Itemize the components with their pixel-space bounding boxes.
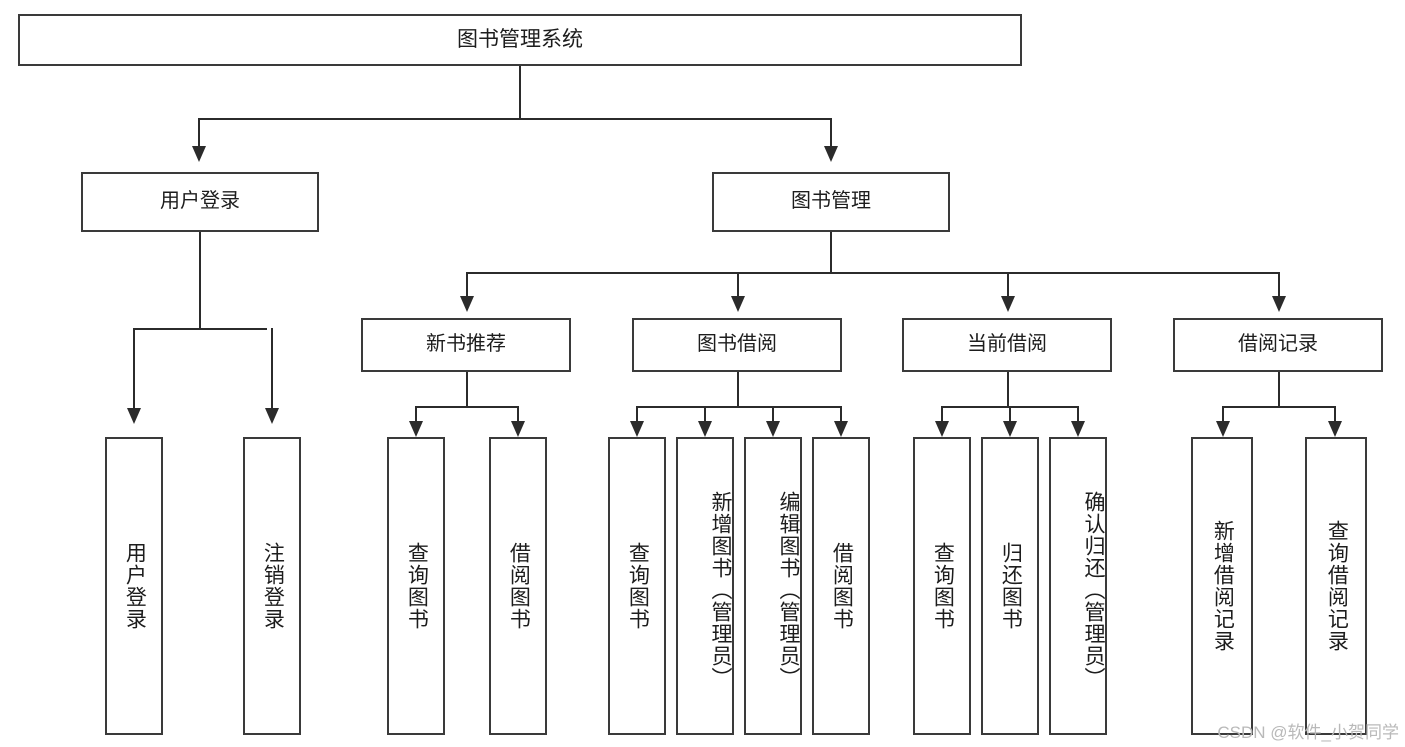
watermark: CSDN @软件_小贺同学 bbox=[1217, 723, 1399, 742]
leaf-book-borrow-edit[interactable]: 编辑图书（管理员） bbox=[744, 437, 802, 735]
arrowhead-cb-1 bbox=[935, 421, 949, 437]
edge-drop-cb-1 bbox=[941, 406, 943, 424]
arrowhead-cb-2 bbox=[1003, 421, 1017, 437]
node-label: 借阅图书 bbox=[507, 542, 531, 630]
leaf-book-borrow-query[interactable]: 查询图书 bbox=[608, 437, 666, 735]
leaf-user-login-logout[interactable]: 注销登录 bbox=[243, 437, 301, 735]
arrowhead-bb-3 bbox=[766, 421, 780, 437]
edge-drop-user-login bbox=[198, 118, 200, 148]
arrowhead-cb-3 bbox=[1071, 421, 1085, 437]
node-label: 查询图书 bbox=[626, 542, 650, 630]
leaf-current-borrow-query[interactable]: 查询图书 bbox=[913, 437, 971, 735]
edge-level2-bus bbox=[198, 118, 832, 120]
edge-drop-book-manage bbox=[830, 118, 832, 148]
leaf-borrow-record-add[interactable]: 新增借阅记录 bbox=[1191, 437, 1253, 735]
edge-drop-nb-1 bbox=[415, 406, 417, 424]
edge-drop-book-borrow bbox=[737, 272, 739, 298]
edge-drop-bb-2 bbox=[704, 406, 706, 424]
edge-drop-bb-3 bbox=[772, 406, 774, 424]
node-book-management[interactable]: 图书管理 bbox=[712, 172, 950, 232]
node-new-book-recommend[interactable]: 新书推荐 bbox=[361, 318, 571, 372]
edge-new-book-stem bbox=[466, 372, 468, 406]
leaf-borrow-record-query[interactable]: 查询借阅记录 bbox=[1305, 437, 1367, 735]
arrowhead-borrow-record bbox=[1272, 296, 1286, 312]
edge-borrow-record-stem bbox=[1278, 372, 1280, 406]
leaf-current-borrow-confirm[interactable]: 确认归还（管理员） bbox=[1049, 437, 1107, 735]
node-label: 借阅记录 bbox=[1238, 333, 1318, 356]
node-borrow-record[interactable]: 借阅记录 bbox=[1173, 318, 1383, 372]
arrowhead-nb-2 bbox=[511, 421, 525, 437]
node-user-login[interactable]: 用户登录 bbox=[81, 172, 319, 232]
edge-root-stem bbox=[519, 66, 521, 118]
arrowhead-book-manage bbox=[824, 146, 838, 162]
node-label: 新增借阅记录 bbox=[1211, 520, 1235, 652]
edge-drop-br-2 bbox=[1334, 406, 1336, 424]
edge-drop-bb-4 bbox=[840, 406, 842, 424]
arrowhead-br-2 bbox=[1328, 421, 1342, 437]
node-label: 编辑图书（管理员） bbox=[777, 491, 800, 689]
edge-book-borrow-stem bbox=[737, 372, 739, 406]
node-label: 归还图书 bbox=[999, 542, 1023, 630]
node-label: 借阅图书 bbox=[830, 542, 854, 630]
leaf-current-borrow-return[interactable]: 归还图书 bbox=[981, 437, 1039, 735]
edge-user-login-bus bbox=[133, 328, 267, 330]
leaf-book-borrow-borrow[interactable]: 借阅图书 bbox=[812, 437, 870, 735]
edge-borrow-record-bus bbox=[1222, 406, 1336, 408]
arrowhead-leaf-user-login-1 bbox=[127, 408, 141, 424]
edge-user-login-stem bbox=[199, 232, 201, 328]
arrowhead-current-borrow bbox=[1001, 296, 1015, 312]
node-label: 图书借阅 bbox=[697, 333, 777, 356]
node-label: 当前借阅 bbox=[967, 333, 1047, 356]
arrowhead-book-borrow bbox=[731, 296, 745, 312]
arrowhead-nb-1 bbox=[409, 421, 423, 437]
node-book-borrow[interactable]: 图书借阅 bbox=[632, 318, 842, 372]
node-label: 用户登录 bbox=[160, 190, 240, 213]
edge-drop-current-borrow bbox=[1007, 272, 1009, 298]
edge-book-borrow-bus bbox=[636, 406, 842, 408]
arrowhead-bb-1 bbox=[630, 421, 644, 437]
node-label: 图书管理系统 bbox=[457, 27, 583, 51]
edge-new-book-bus bbox=[415, 406, 519, 408]
edge-drop-borrow-record bbox=[1278, 272, 1280, 298]
node-label: 查询借阅记录 bbox=[1325, 520, 1349, 652]
node-label: 用户登录 bbox=[123, 542, 147, 630]
node-label: 查询图书 bbox=[405, 542, 429, 630]
leaf-new-book-query[interactable]: 查询图书 bbox=[387, 437, 445, 735]
arrowhead-bb-2 bbox=[698, 421, 712, 437]
edge-drop-cb-2 bbox=[1009, 406, 1011, 424]
edge-level3-bus bbox=[466, 272, 1280, 274]
edge-drop-new-book bbox=[466, 272, 468, 298]
edge-book-manage-stem bbox=[830, 232, 832, 272]
edge-current-borrow-stem bbox=[1007, 372, 1009, 406]
leaf-book-borrow-add[interactable]: 新增图书（管理员） bbox=[676, 437, 734, 735]
node-label: 图书管理 bbox=[791, 190, 871, 213]
arrowhead-bb-4 bbox=[834, 421, 848, 437]
edge-drop-leaf-user-login-1 bbox=[133, 328, 135, 410]
arrowhead-new-book bbox=[460, 296, 474, 312]
edge-drop-bb-1 bbox=[636, 406, 638, 424]
node-label: 注销登录 bbox=[261, 542, 285, 630]
node-label: 新增图书（管理员） bbox=[709, 491, 732, 689]
edge-drop-cb-3 bbox=[1077, 406, 1079, 424]
arrowhead-leaf-user-login-2 bbox=[265, 408, 279, 424]
edge-drop-nb-2 bbox=[517, 406, 519, 424]
node-root-system[interactable]: 图书管理系统 bbox=[18, 14, 1022, 66]
node-current-borrow[interactable]: 当前借阅 bbox=[902, 318, 1112, 372]
node-label: 确认归还（管理员） bbox=[1082, 491, 1105, 689]
node-label: 查询图书 bbox=[931, 542, 955, 630]
leaf-user-login-login[interactable]: 用户登录 bbox=[105, 437, 163, 735]
arrowhead-user-login bbox=[192, 146, 206, 162]
edge-drop-leaf-user-login-2 bbox=[271, 328, 273, 410]
leaf-new-book-borrow[interactable]: 借阅图书 bbox=[489, 437, 547, 735]
node-label: 新书推荐 bbox=[426, 333, 506, 356]
edge-drop-br-1 bbox=[1222, 406, 1224, 424]
arrowhead-br-1 bbox=[1216, 421, 1230, 437]
